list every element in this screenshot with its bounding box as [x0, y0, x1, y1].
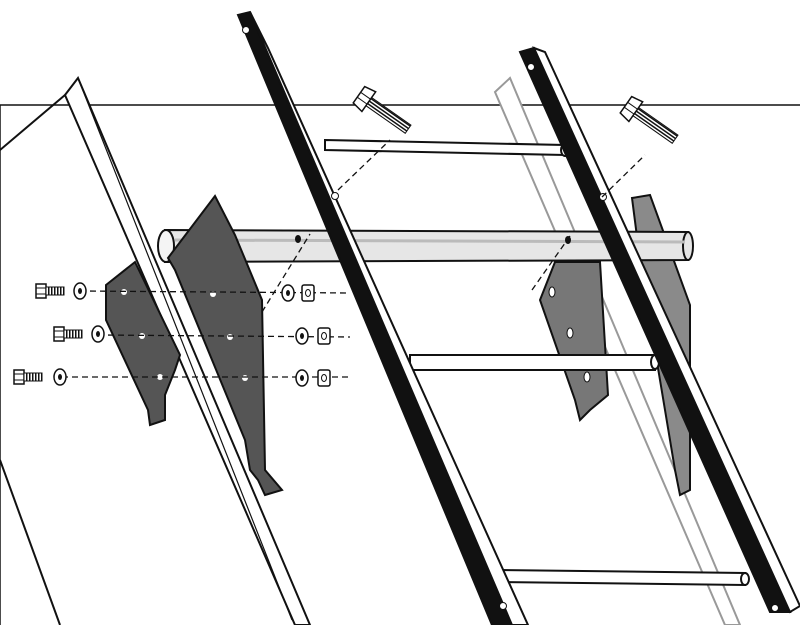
hex-nut — [317, 369, 331, 387]
ladder-rung — [499, 568, 750, 587]
washer — [295, 327, 309, 345]
washer — [295, 369, 309, 387]
hex-nut — [301, 284, 315, 302]
lag-bolt-right — [619, 95, 679, 144]
washer — [281, 284, 295, 302]
ladder-rung — [409, 354, 660, 371]
washer — [53, 368, 67, 386]
ladder-rail-left — [236, 10, 530, 625]
right-bracket-front — [538, 261, 610, 422]
left-bracket-outer — [105, 260, 182, 427]
roof-surface — [0, 104, 800, 625]
hex-bolt — [35, 283, 65, 299]
roof-rail-right — [493, 76, 742, 625]
hex-nut — [317, 327, 331, 345]
ladder-rail-right — [518, 46, 800, 614]
lag-bolt-left — [352, 85, 412, 134]
hex-bolt — [13, 369, 43, 385]
washer — [73, 282, 87, 300]
ladder — [236, 10, 800, 625]
hex-bolt — [53, 326, 83, 342]
roof-rail-left — [0, 76, 312, 625]
left-bracket-inner — [166, 194, 284, 497]
washer — [91, 325, 105, 343]
